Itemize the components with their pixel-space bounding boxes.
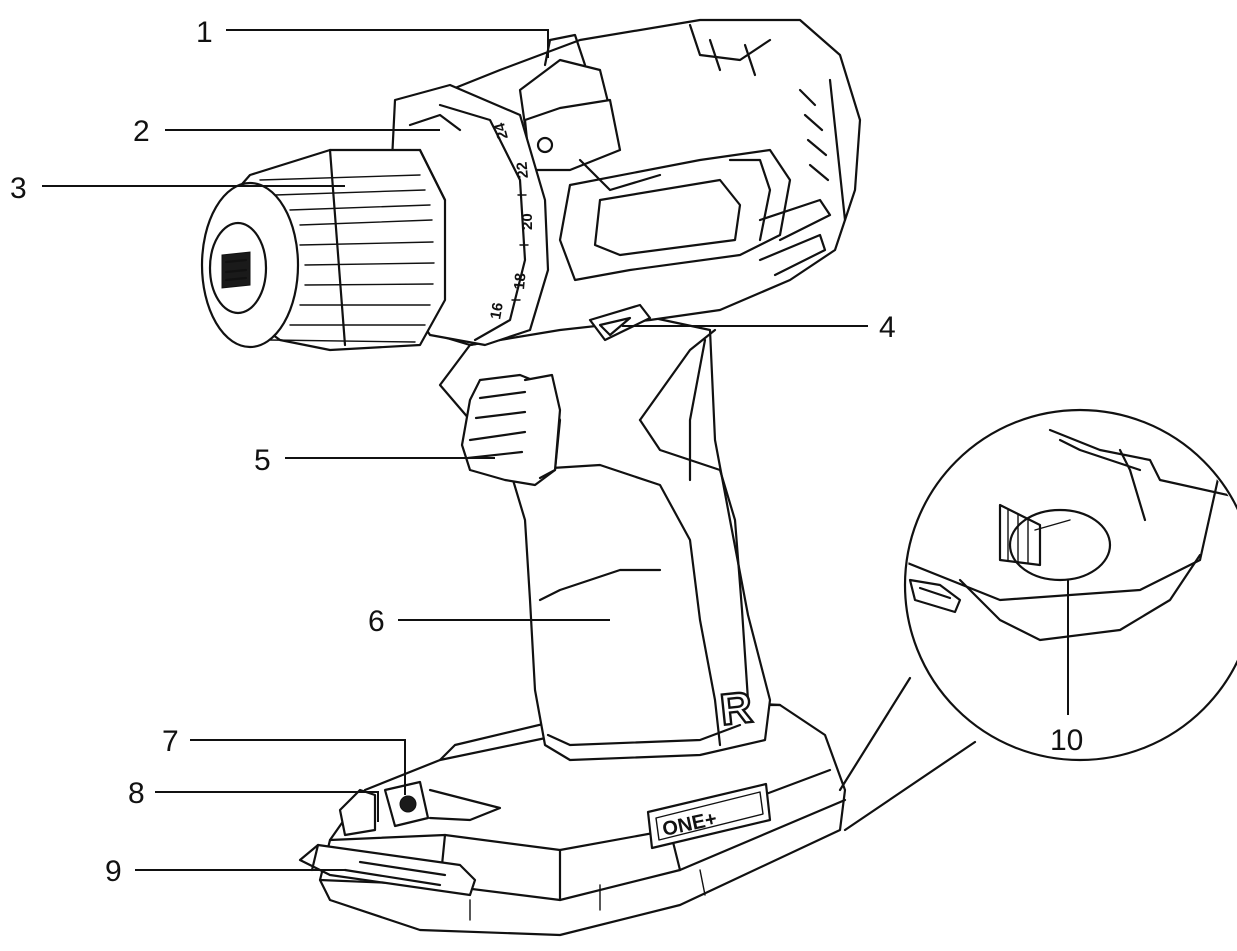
torque-scale: 16 18 20 22 24 <box>487 120 536 320</box>
callout-8: 8 <box>128 777 145 810</box>
callout-numbers: 1 2 3 4 5 6 7 8 9 10 <box>10 16 1083 888</box>
callout-4: 4 <box>879 311 896 344</box>
inset-connector-lower <box>843 740 977 832</box>
battery-release-latch <box>298 788 477 897</box>
led-light-inset <box>903 408 1237 762</box>
keyless-chuck <box>200 148 447 352</box>
callout-6: 6 <box>368 605 385 638</box>
callout-5: 5 <box>254 444 271 477</box>
callout-10: 10 <box>1050 724 1083 757</box>
inset-connector-upper <box>838 676 912 792</box>
callout-3: 3 <box>10 172 27 205</box>
drill-illustration: ONE+ R <box>200 18 977 937</box>
torque-mark-22: 22 <box>514 161 532 179</box>
leader-8 <box>155 791 379 822</box>
torque-mark-16: 16 <box>487 301 507 320</box>
leader-7 <box>190 739 406 795</box>
gear-selector <box>518 33 662 192</box>
callout-2: 2 <box>133 115 150 148</box>
leader-1 <box>226 29 549 58</box>
variable-speed-trigger <box>460 373 562 487</box>
chuck-knurling <box>259 174 435 343</box>
torque-mark-18: 18 <box>511 272 529 290</box>
callout-1: 1 <box>196 16 213 49</box>
callout-9: 9 <box>105 855 122 888</box>
fuel-gauge-button <box>383 780 502 828</box>
torque-mark-24: 24 <box>491 120 512 141</box>
one-plus-badge: ONE+ <box>646 782 772 850</box>
brand-r-mark: R <box>718 683 755 735</box>
torque-mark-20: 20 <box>519 213 536 230</box>
callout-7: 7 <box>162 725 179 758</box>
callout-leaders <box>42 29 1069 871</box>
